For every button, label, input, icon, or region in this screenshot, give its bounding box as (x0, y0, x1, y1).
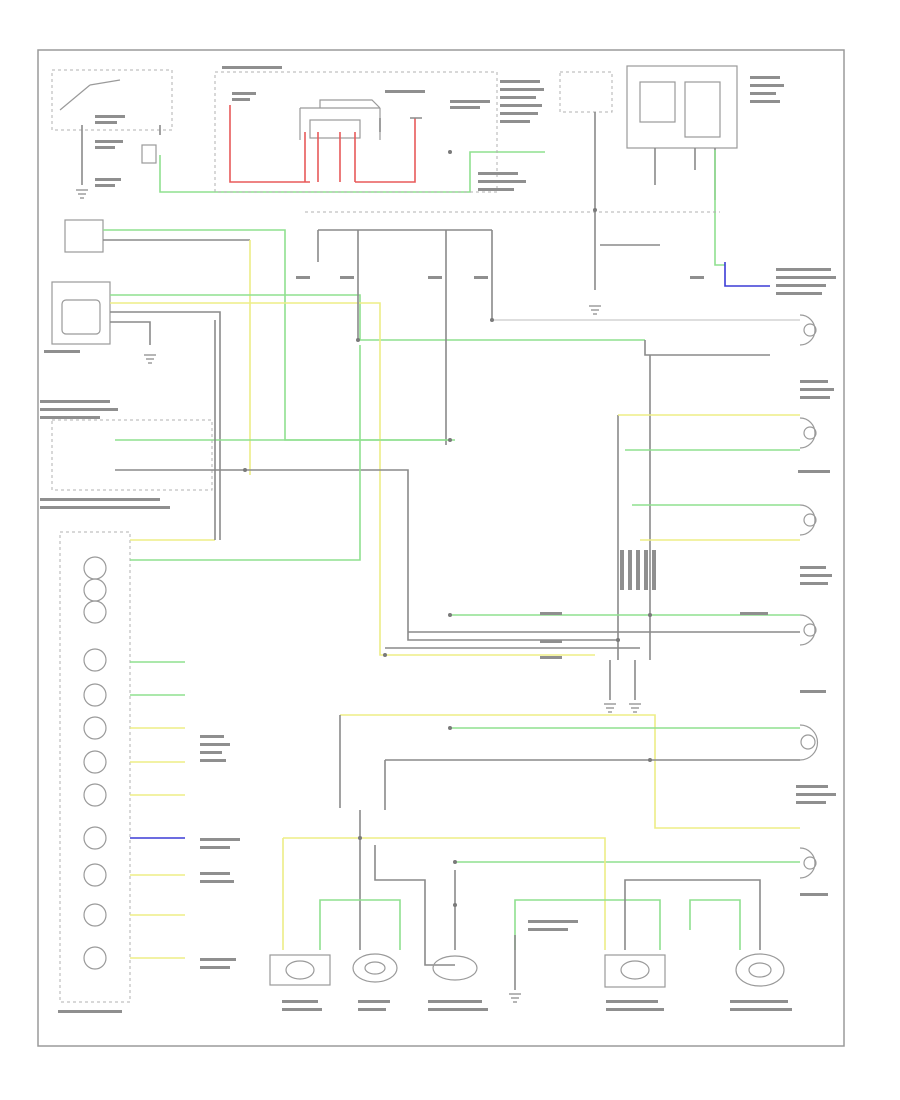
wire-black-meter-1 (115, 469, 620, 641)
cluster-leads (130, 661, 185, 959)
wire-relay-drops (654, 148, 716, 200)
ignition-switch (51, 69, 173, 149)
sensor-right-3 (798, 470, 830, 536)
switch-3 (604, 954, 666, 988)
wire-green-sensor1 (103, 229, 455, 441)
switch-2 (352, 953, 398, 983)
meter-connector-box (51, 419, 213, 491)
wire-gauge-1-black (644, 340, 770, 356)
wire-relay-out (379, 117, 422, 132)
wire-red-1 (229, 105, 310, 183)
wire-yellow-sensor2 (110, 302, 595, 656)
wire-black-bottom-mid (374, 845, 455, 966)
bottom-labels (282, 920, 792, 1011)
ground-symbol (76, 189, 88, 199)
sensor-box-1 (64, 219, 104, 253)
sensor-right-4 (799, 566, 832, 646)
harness-connectors (540, 550, 768, 659)
wire-red-3 (339, 118, 416, 183)
switch-1 (269, 954, 331, 986)
connector-row-top (296, 276, 704, 279)
wire-green-bottom-1 (319, 899, 401, 950)
wire-green-bottom-3 (689, 899, 741, 950)
wire-vertical-right (594, 112, 660, 290)
junction-dots (243, 150, 652, 907)
speed-sensor (44, 281, 111, 353)
wire-black-bottom-right (624, 879, 761, 950)
sensor-right-5 (799, 690, 826, 761)
harness-verticals (617, 355, 651, 660)
relay-top-right (626, 65, 784, 149)
wire-yellow-r5 (340, 714, 800, 829)
instrument-cluster (59, 531, 131, 1003)
ground-symbol (509, 993, 521, 1003)
wire-bottom-verticals (339, 715, 386, 810)
ground-symbol (604, 703, 641, 713)
diagram-frame (37, 49, 845, 1047)
wire-yellow-bottom-bar (283, 837, 606, 950)
wire-green-sensor2 (110, 294, 645, 341)
wire-relay-green (714, 150, 725, 266)
sensor-right-6 (796, 785, 836, 896)
fuse (141, 144, 157, 164)
sensor-right-1 (799, 314, 817, 346)
junction-box (559, 71, 613, 113)
bus-verticals (357, 262, 493, 445)
switch-4 (735, 953, 785, 987)
wire-ground-right (609, 660, 636, 700)
wire-ground-sensor2 (110, 321, 151, 345)
wire-black-sensor2 (110, 311, 221, 540)
wire-blue-top (724, 262, 770, 287)
wire-red-2 (304, 132, 319, 182)
lamp-bottom (432, 955, 478, 981)
ground-symbol (589, 305, 601, 315)
bus-drops (317, 229, 493, 262)
ground-symbol (144, 354, 156, 364)
cluster-lead-labels (58, 735, 240, 1013)
sensor-right-2 (799, 380, 834, 449)
fuse-relay-box (214, 66, 498, 193)
wire-cluster-green (130, 345, 361, 561)
wire-green-bottom-2 (514, 899, 661, 950)
